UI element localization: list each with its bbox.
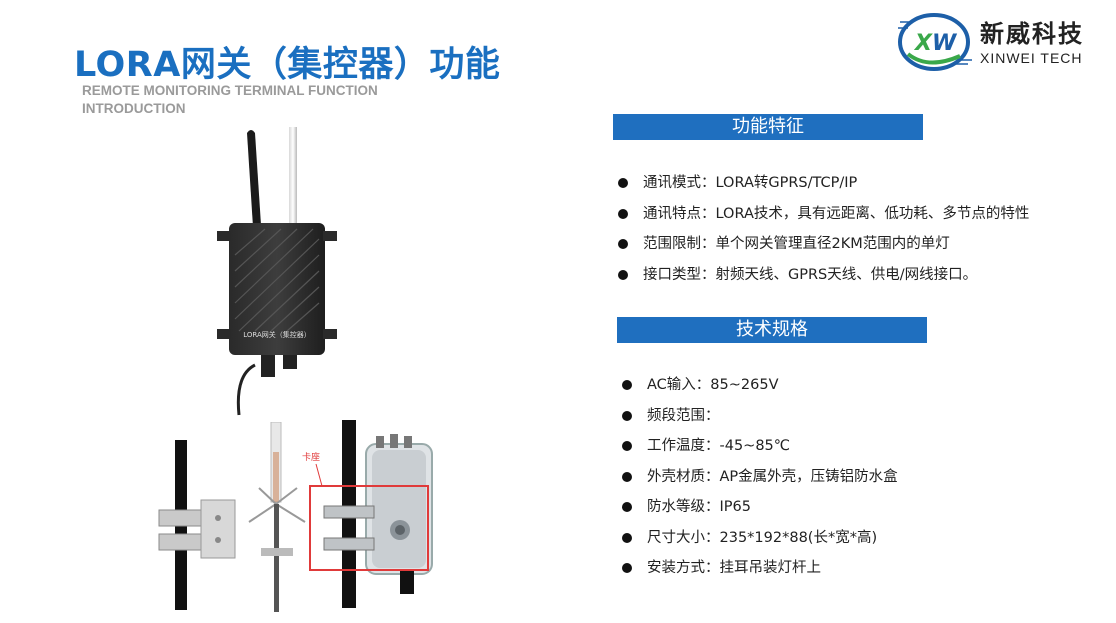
gateway-device-image: LORA网关（集控器） [217,127,337,416]
logo-mark-w: W [932,31,958,56]
specs-list: AC输入：85~265V 频段范围： 工作温度：-45~85℃ 外壳材质：AP金… [622,376,898,590]
bullet-icon [622,471,632,482]
features-heading: 功能特征 [613,114,923,140]
logo-name-cn: 新威科技 [980,20,1084,48]
bullet-icon [618,208,628,219]
list-item: 安装方式：挂耳吊装灯杆上 [622,559,898,590]
bullet-icon [618,178,628,188]
list-item: 接口类型：射频天线、GPRS天线、供电/网线接口。 [618,266,1029,297]
clamp-label: 卡座 [302,451,320,463]
bullet-icon [622,380,632,390]
page-title: LORA网关（集控器）功能 [74,45,501,85]
features-list: 通讯模式：LORA转GPRS/TCP/IP 通讯特点：LORA技术，具有远距离、… [618,174,1029,296]
pole-bracket-image [158,440,236,610]
bullet-icon [618,239,628,249]
list-item: AC输入：85~265V [622,376,898,407]
list-item: 尺寸大小：235*192*88(长*宽*高) [622,529,898,560]
bullet-icon [618,269,628,280]
list-item: 通讯模式：LORA转GPRS/TCP/IP [618,174,1029,205]
logo-name-en: XINWEI TECH [980,50,1083,66]
list-item: 范围限制：单个网关管理直径2KM范围内的单灯 [618,235,1029,266]
company-logo: X W [898,13,972,71]
list-item: 外壳材质：AP金属外壳，压铸铝防水盒 [622,468,898,499]
logo-mark: X [913,31,933,56]
page-subtitle: REMOTE MONITORING TERMINAL FUNCTION INTR… [82,83,378,116]
ap-mount-image: 卡座 [302,420,433,608]
bullet-icon [622,410,632,421]
bullet-icon [622,502,632,512]
list-item: 防水等级：IP65 [622,498,898,529]
list-item: 频段范围： [622,407,898,438]
clamp-highlight-box [309,485,429,571]
pole-antenna-image [248,422,306,612]
device-label: LORA网关（集控器） [243,330,311,339]
list-item: 工作温度：-45~85℃ [622,437,898,468]
bullet-icon [622,532,632,543]
list-item: 通讯特点：LORA技术，具有远距离、低功耗、多节点的特性 [618,205,1029,236]
bullet-icon [622,563,632,573]
specs-heading: 技术规格 [617,317,927,343]
bullet-icon [622,441,632,451]
